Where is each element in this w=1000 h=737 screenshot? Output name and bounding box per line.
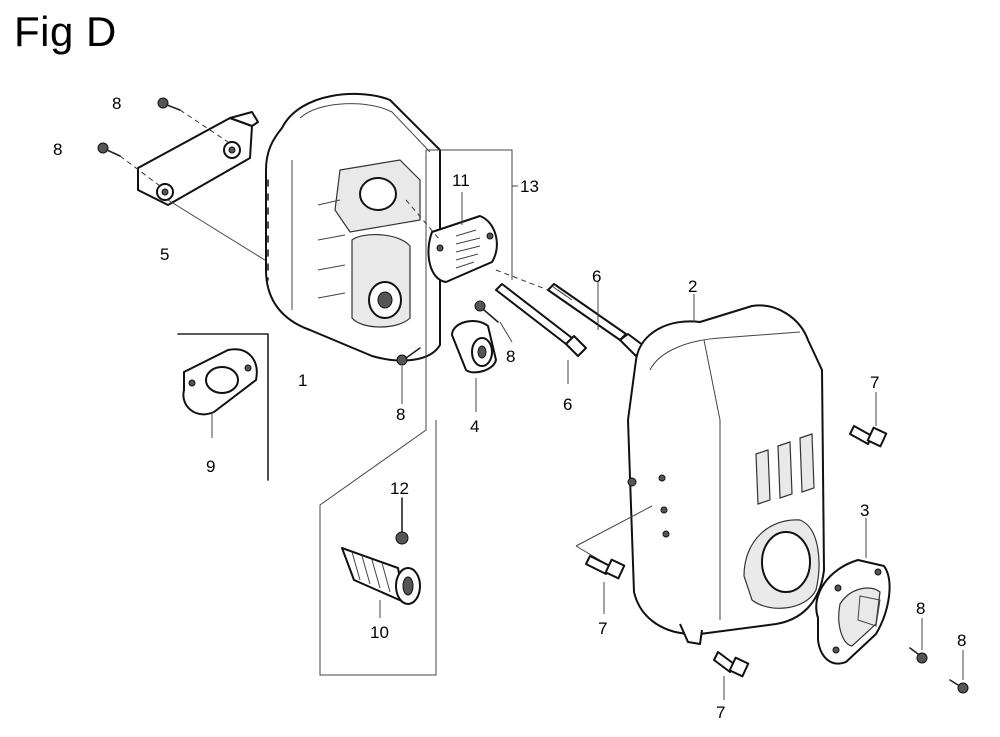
- callout-9: 9: [206, 457, 215, 476]
- callout-11: 11: [452, 171, 470, 190]
- screw-8e: [909, 618, 928, 664]
- callout-12: 12: [390, 479, 409, 498]
- screw-8d: [396, 347, 421, 404]
- callout-8e: 8: [916, 599, 925, 618]
- callout-3: 3: [860, 501, 869, 520]
- callout-8b: 8: [53, 140, 62, 159]
- callout-5: 5: [160, 245, 169, 264]
- leader-bracket: [167, 199, 269, 263]
- screw-8f: [949, 650, 969, 694]
- callout-10: 10: [370, 623, 389, 642]
- screw-8c: [474, 300, 513, 343]
- screw-8b: [97, 142, 161, 187]
- exhaust-gasket: [182, 348, 258, 416]
- exhaust-deflector: [815, 559, 891, 665]
- callout-7b: 7: [870, 373, 879, 392]
- callout-7c: 7: [716, 703, 725, 722]
- assembly-outline-13: [319, 149, 513, 676]
- callout-8c: 8: [506, 347, 515, 366]
- callout-6a: 6: [592, 267, 601, 286]
- callout-8d: 8: [396, 405, 405, 424]
- muffler-bracket: [137, 111, 259, 206]
- callout-8a: 8: [112, 94, 121, 113]
- screw-7c: [713, 651, 750, 700]
- screw-7b: [849, 392, 888, 448]
- screw-7a: [585, 555, 626, 614]
- muffler-protector: [627, 304, 825, 645]
- figure-title: Fig D: [14, 8, 117, 55]
- screw-12: [395, 497, 409, 545]
- spark-arrester-plate: [427, 215, 498, 283]
- muffler-bolt-6a: [547, 282, 645, 357]
- gasket-frame: [177, 333, 269, 481]
- callout-1: 1: [298, 371, 307, 390]
- screw-8a: [157, 97, 229, 143]
- callout-7a: 7: [598, 619, 607, 638]
- callout-4: 4: [470, 417, 479, 436]
- callout-6b: 6: [563, 395, 572, 414]
- muffler-body: [265, 92, 441, 362]
- spark-arrester: [341, 547, 421, 605]
- exhaust-joint: [451, 320, 497, 374]
- muffler-bolt-6b: [495, 283, 587, 384]
- callout-8f: 8: [957, 631, 966, 650]
- callout-13: 13: [520, 177, 539, 196]
- callout-2: 2: [688, 277, 697, 296]
